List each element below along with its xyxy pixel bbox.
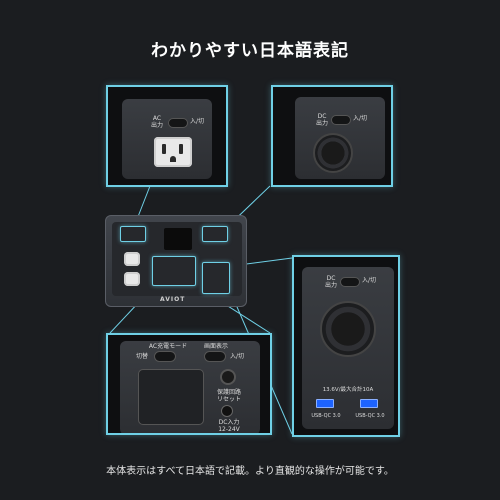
dc-car-socket <box>313 133 353 173</box>
device-brand: AVIOT <box>160 296 186 303</box>
storage-cover <box>138 369 204 425</box>
device-highlight-ac <box>120 226 146 242</box>
device-ac-outlet-2 <box>124 272 140 286</box>
usb-left-label: USB-QC 3.0 <box>311 413 341 419</box>
dc-power-switch[interactable] <box>331 115 351 125</box>
overcurrent-reset-label: 保護回路 リセット <box>216 389 241 403</box>
dc-right-car-socket <box>320 301 376 357</box>
dc-input-port <box>221 405 233 417</box>
screen-power-label: 入/切 <box>229 353 245 360</box>
device-highlight-dc <box>202 226 228 242</box>
headline: わかりやすい日本語表記 <box>151 41 349 61</box>
callout-dc-output-right: DC 出力 入/切 13.6V/最大合計10A USB-QC 3.0 USB-Q… <box>292 255 400 437</box>
dc-output-label: DC 出力 <box>315 113 328 127</box>
dc-right-power-switch[interactable] <box>340 277 360 287</box>
ac-switch-label: 入/切 <box>189 118 205 125</box>
callout-side-panel: AC充電モード 切替 画面表示 入/切 保護回路 リセット DC入力 12-24… <box>106 333 272 435</box>
caption: 本体表示はすべて日本語で記載。より直観的な操作が可能です。 <box>106 466 394 477</box>
device-highlight-bottom <box>152 256 196 286</box>
ac-charge-mode-switch[interactable] <box>154 351 176 362</box>
device-highlight-right <box>202 262 230 294</box>
switch-mode-label: 切替 <box>135 353 148 360</box>
callout-ac-output: AC 出力 入/切 <box>106 85 228 187</box>
dc-spec-label: 13.6V/最大合計10A <box>322 387 374 393</box>
usb-port-left <box>316 399 334 408</box>
usb-port-right <box>360 399 378 408</box>
power-station-device: AVIOT <box>105 215 247 307</box>
dc-right-output-label: DC 出力 <box>324 275 337 289</box>
device-display <box>164 228 192 250</box>
usb-right-label: USB-QC 3.0 <box>355 413 385 419</box>
ac-output-label: AC 出力 <box>150 115 163 129</box>
ac-outlet <box>154 137 192 167</box>
dc-switch-label: 入/切 <box>352 115 368 122</box>
screen-display-label: 画面表示 <box>203 343 228 350</box>
screen-display-switch[interactable] <box>204 351 226 362</box>
reset-button[interactable] <box>220 369 236 385</box>
ac-charge-mode-label: AC充電モード <box>148 343 188 350</box>
dc-right-switch-label: 入/切 <box>361 277 377 284</box>
dc-input-label: DC入力 12-24V <box>218 419 240 433</box>
ac-power-switch[interactable] <box>168 118 188 128</box>
device-ac-outlet-1 <box>124 252 140 266</box>
callout-dc-output-top: DC 出力 入/切 <box>271 85 393 187</box>
